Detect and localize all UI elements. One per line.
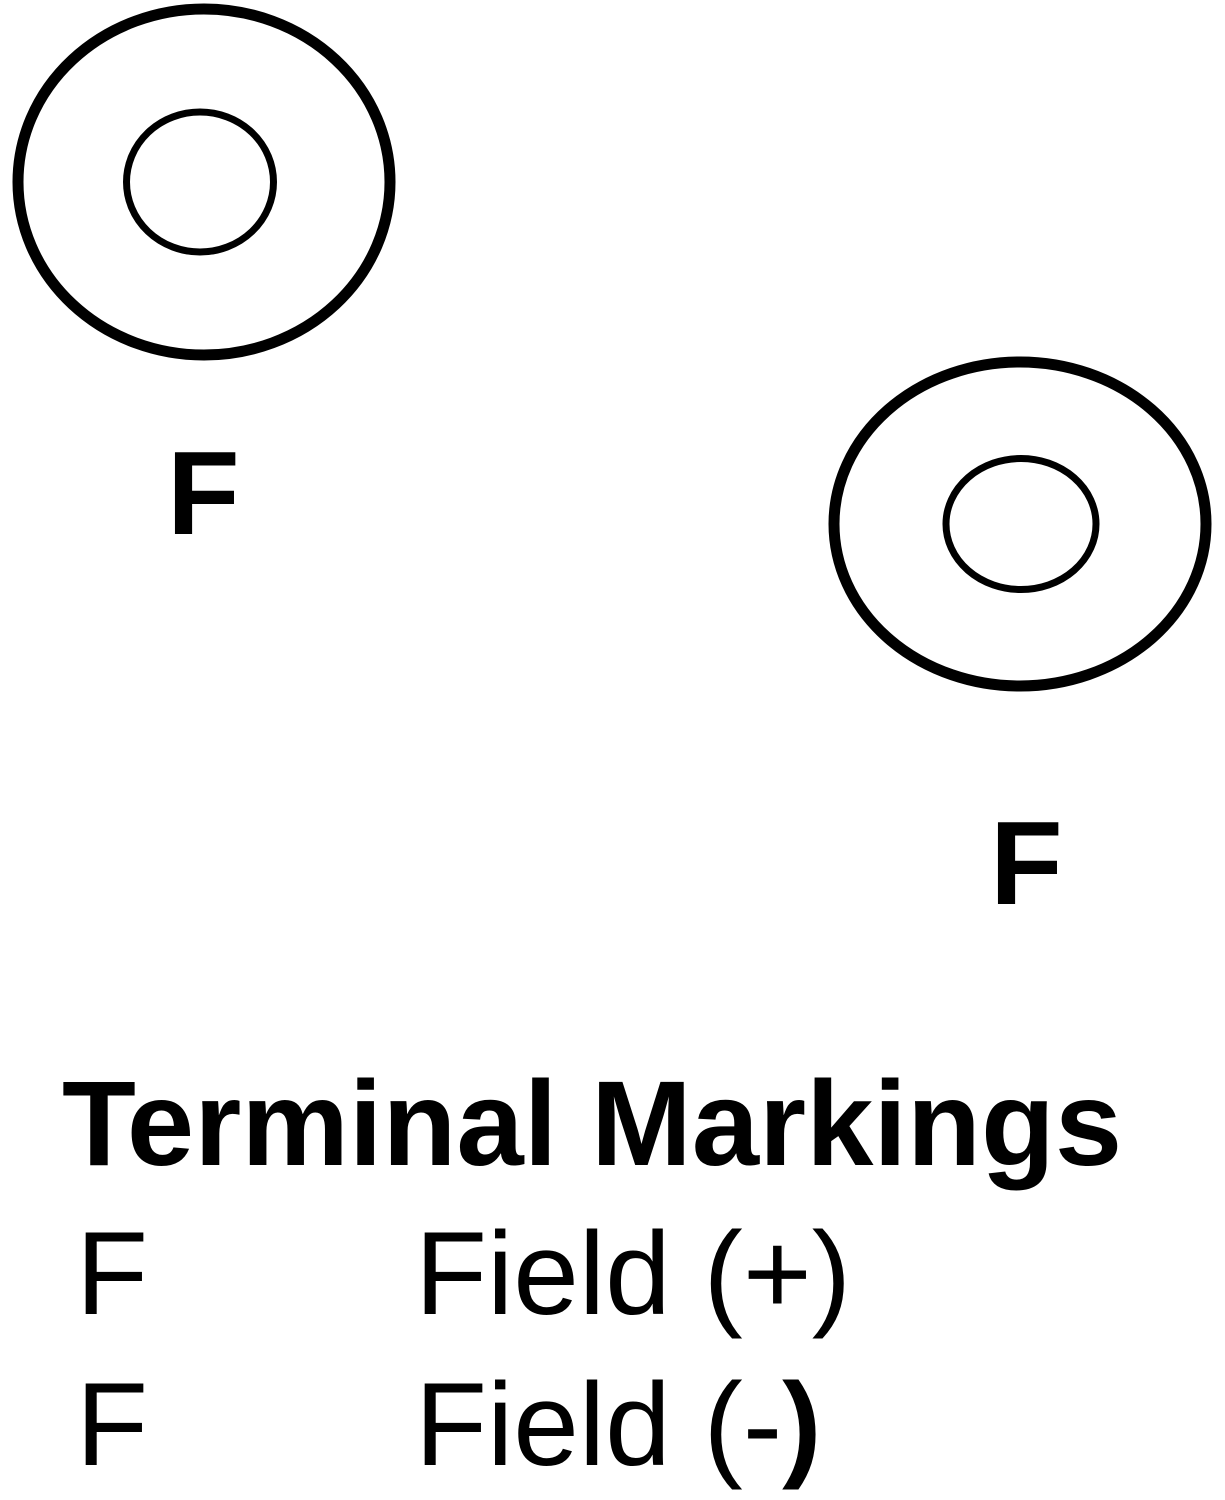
washer-outer-ring-left (12, 3, 396, 361)
legend-term-field-positive: F (76, 1208, 149, 1340)
terminal-label-right: F (990, 797, 1063, 930)
legend-desc-text: Field (+) (415, 1208, 852, 1340)
legend-desc-field-negative: Field (-) (415, 1366, 821, 1484)
legend-desc-bold-text: ) (782, 1359, 822, 1491)
legend-desc-field-positive: Field (+) (415, 1215, 851, 1333)
terminal-label-left: F (167, 427, 240, 560)
page-title: Terminal Markings (62, 1055, 1123, 1191)
washer-inner-hole-left (123, 108, 277, 256)
legend-desc-text: Field (- (415, 1359, 783, 1491)
washer-outer-ring-right (828, 356, 1212, 692)
legend-term-field-negative: F (76, 1359, 149, 1491)
washer-inner-hole-right (942, 455, 1100, 593)
